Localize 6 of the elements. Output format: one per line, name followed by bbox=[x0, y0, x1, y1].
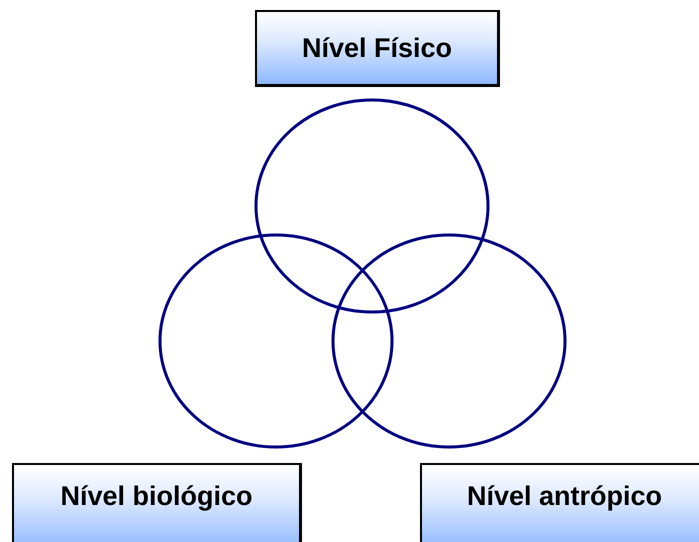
level-box: Nível biológico bbox=[12, 463, 302, 542]
level-box: Nível antrópico bbox=[420, 463, 699, 542]
level-box: Nível Físico bbox=[255, 10, 500, 87]
venn-circle bbox=[158, 234, 394, 448]
venn-circle bbox=[254, 98, 490, 314]
venn-circle bbox=[332, 234, 566, 448]
